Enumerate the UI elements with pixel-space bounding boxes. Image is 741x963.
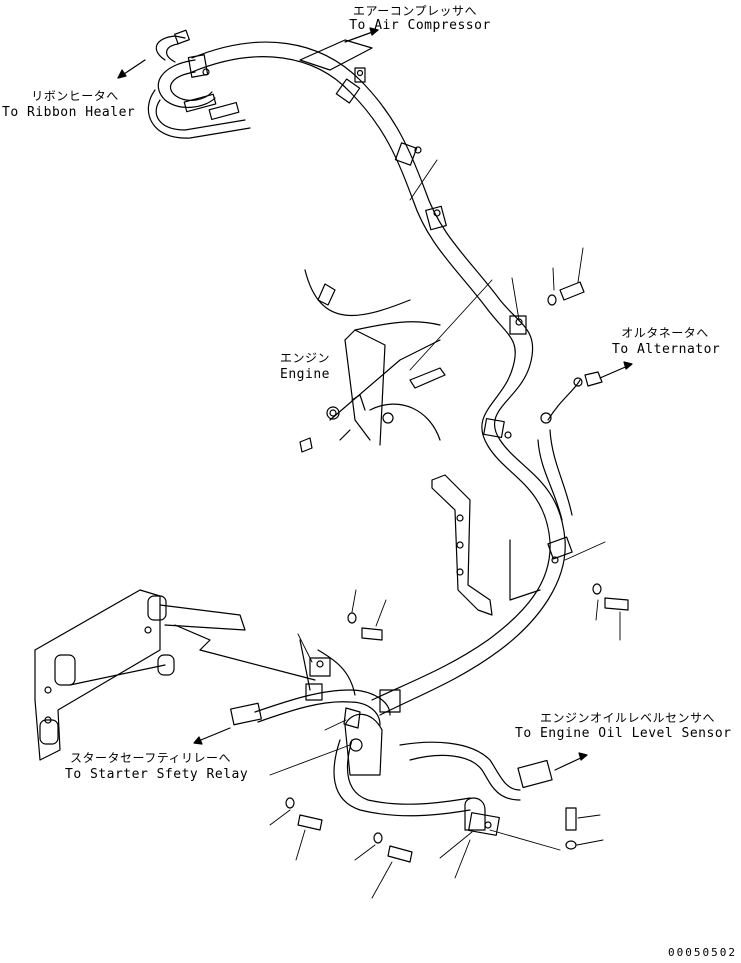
alternator-label-en: To Alternator [612, 342, 721, 357]
engine-label-jp: エンジン [279, 351, 330, 365]
alternator-branch [537, 371, 603, 521]
arrow-air-compressor [344, 27, 379, 43]
leader-lines [269, 159, 621, 899]
oil-level-sensor-label-jp: エンジンオイルレベルセンサへ [540, 711, 716, 725]
starter-relay-bracket [34, 589, 316, 761]
alternator-label-jp: オルタネータへ [621, 326, 709, 340]
harness-clamps [187, 54, 573, 564]
engine-label-en: Engine [280, 367, 330, 382]
arrow-oil-level-sensor [554, 752, 588, 771]
air-compressor-plate [299, 39, 373, 71]
air-compressor-label-en: To Air Compressor [349, 18, 491, 33]
arrow-starter-relay [193, 727, 231, 745]
engine-outline [299, 269, 446, 453]
arrow-ribbon-heater [117, 59, 146, 79]
ribbon-heater-branch [147, 29, 251, 139]
starter-relay-label-en: To Starter Sfety Relay [65, 767, 249, 782]
lower-harness [230, 639, 553, 836]
air-compressor-label-jp: エアーコンプレッサへ [353, 4, 477, 18]
ribbon-heater-label-jp: リボンヒータへ [31, 89, 119, 103]
bolts-and-washers [285, 281, 629, 863]
starter-relay-label-jp: スタータセーフティリレーへ [70, 751, 232, 765]
ribbon-heater-label-en: To Ribbon Healer [2, 105, 136, 120]
oil-level-sensor-label-en: To Engine Oil Level Sensor [515, 726, 732, 741]
drawing-id: 00050502 [668, 946, 737, 959]
arrow-alternator [599, 361, 633, 379]
main-harness [191, 41, 566, 716]
mounting-bracket [431, 474, 541, 616]
